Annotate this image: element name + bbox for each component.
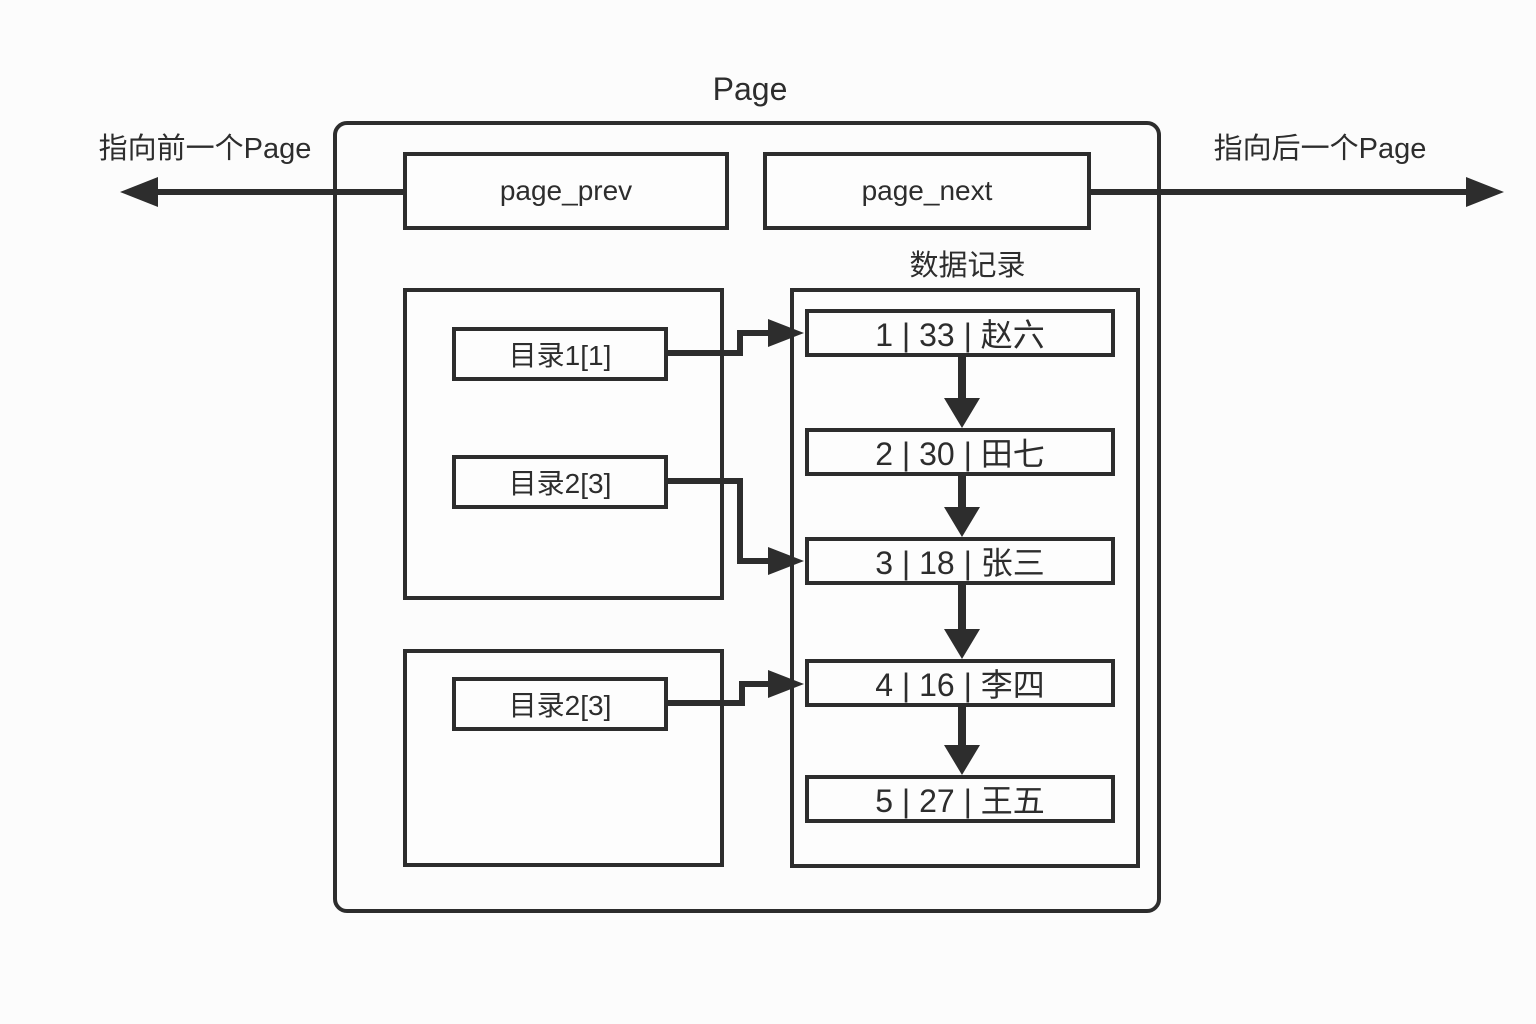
directory-entry-2: 目录2[3] bbox=[452, 455, 668, 509]
page-outer-box bbox=[333, 121, 1161, 913]
directory-entry-1: 目录1[1] bbox=[452, 327, 668, 381]
next-page-arrow-label: 指向后一个Page bbox=[1213, 133, 1427, 165]
page-prev-slot: page_prev bbox=[403, 152, 729, 230]
record-row-2: 2 | 30 | 田七 bbox=[805, 428, 1115, 476]
records-section-label: 数据记录 bbox=[909, 250, 1026, 282]
page-title: Page bbox=[712, 71, 788, 107]
record-row-4: 4 | 16 | 李四 bbox=[805, 659, 1115, 707]
record-row-5: 5 | 27 | 王五 bbox=[805, 775, 1115, 823]
record-row-1: 1 | 33 | 赵六 bbox=[805, 309, 1115, 357]
prev-page-arrow-label: 指向前一个Page bbox=[98, 133, 312, 165]
page-next-slot: page_next bbox=[763, 152, 1091, 230]
directory-entry-3: 目录2[3] bbox=[452, 677, 668, 731]
record-row-3: 3 | 18 | 张三 bbox=[805, 537, 1115, 585]
